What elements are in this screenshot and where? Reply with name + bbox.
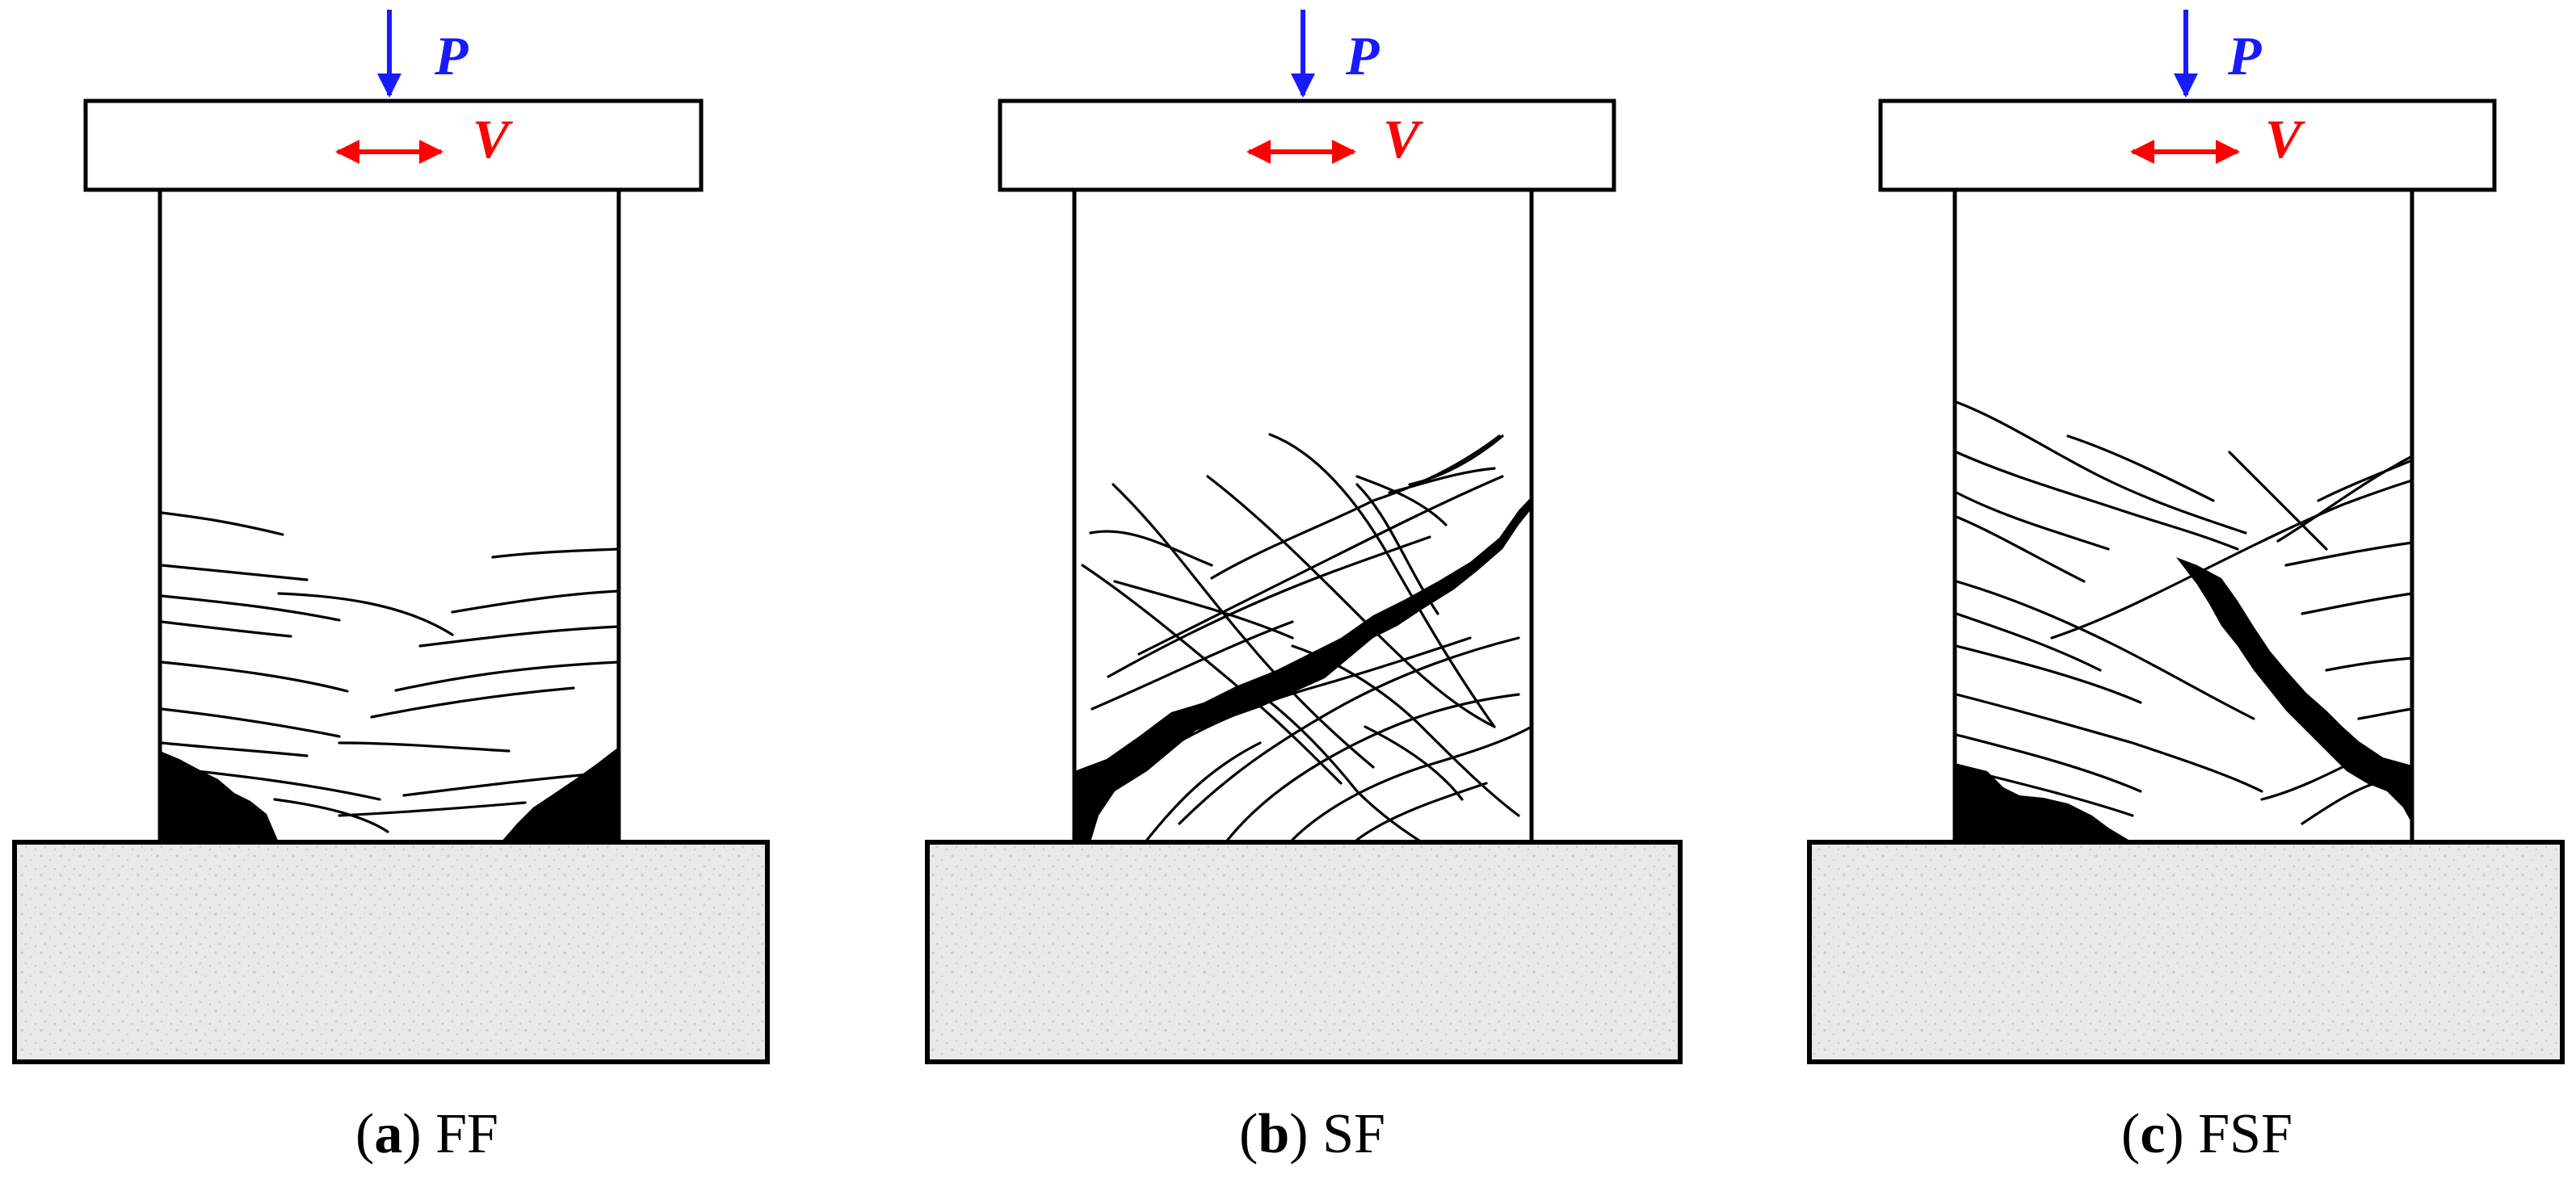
lateral-load-label: V bbox=[1383, 108, 1423, 170]
caption-b: (b) SF bbox=[1239, 1103, 1385, 1165]
column bbox=[1072, 187, 1534, 845]
axial-load-label: P bbox=[2227, 25, 2262, 86]
foundation bbox=[12, 840, 770, 1064]
loading-beam bbox=[998, 99, 1616, 192]
foundation bbox=[925, 840, 1683, 1064]
left-concrete-crushing bbox=[1955, 763, 2133, 842]
caption-c: (c) FSF bbox=[2121, 1103, 2292, 1165]
main-shear-crack bbox=[2176, 557, 2412, 824]
caption-mode: FF bbox=[435, 1103, 498, 1165]
panel-a: P V bbox=[12, 10, 770, 1064]
foundation bbox=[1807, 840, 2565, 1064]
main-shear-crack bbox=[1074, 497, 1532, 842]
caption-mode: SF bbox=[1322, 1103, 1385, 1165]
axial-load-label: P bbox=[1345, 25, 1380, 86]
lateral-load-label: V bbox=[473, 108, 513, 170]
loading-beam bbox=[1878, 99, 2497, 192]
caption-letter: c bbox=[2140, 1103, 2166, 1165]
panel-b: P V bbox=[925, 10, 1683, 1064]
lateral-load-label: V bbox=[2265, 108, 2305, 170]
caption-a: (a) FF bbox=[355, 1103, 498, 1165]
axial-load-label: P bbox=[434, 25, 469, 86]
right-concrete-crushing bbox=[501, 747, 619, 842]
flexure-shear-cracks bbox=[1955, 401, 2414, 825]
column bbox=[158, 187, 621, 845]
caption-mode: FSF bbox=[2198, 1103, 2292, 1165]
caption-letter: a bbox=[374, 1103, 403, 1165]
caption-letter: b bbox=[1258, 1103, 1290, 1165]
loading-beam bbox=[83, 99, 704, 192]
diagonal-cracks bbox=[1081, 433, 1533, 844]
left-concrete-crushing bbox=[160, 751, 279, 842]
panel-c: P V bbox=[1807, 10, 2565, 1064]
